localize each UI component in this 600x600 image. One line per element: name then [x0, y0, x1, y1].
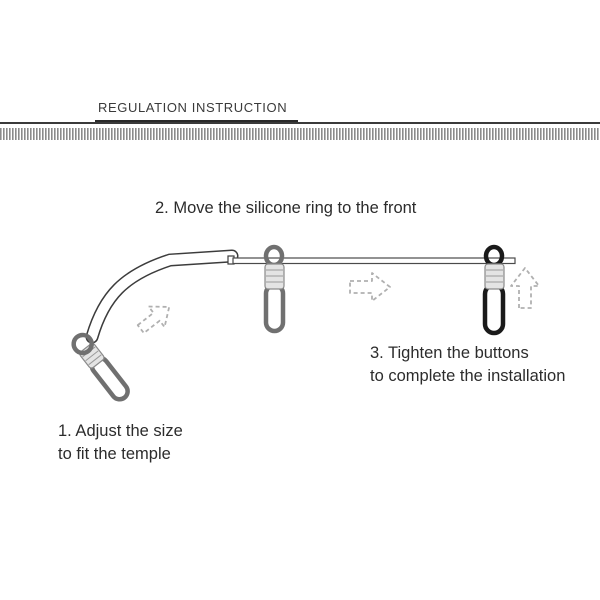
arrow-up-right-icon — [136, 305, 171, 334]
silicone-loop-1 — [71, 332, 130, 402]
temple-sleeve — [85, 249, 239, 344]
header-band — [0, 122, 600, 140]
step-1-label: 1. Adjust the size to fit the temple — [58, 420, 183, 466]
arrow-right-icon — [349, 272, 391, 302]
loop-2-band — [263, 282, 286, 334]
loop-3-band — [482, 282, 506, 336]
striped-band — [0, 128, 600, 140]
title-underline — [95, 120, 298, 122]
header-rule — [0, 122, 600, 124]
step-1-line-1: 1. Adjust the size — [58, 422, 183, 440]
step-3-line-2: to complete the installation — [370, 367, 566, 385]
silicone-loop-3 — [482, 244, 506, 336]
temple-bar — [232, 257, 516, 265]
loop-1-top — [71, 332, 94, 356]
step-3-label: 3. Tighten the buttons to complete the i… — [370, 342, 565, 388]
step-2-label: 2. Move the silicone ring to the front — [155, 197, 416, 220]
step-1-line-2: to fit the temple — [58, 445, 171, 463]
arrow-up-icon — [510, 267, 540, 309]
page-title: REGULATION INSTRUCTION — [98, 100, 288, 115]
step-3-line-1: 3. Tighten the buttons — [370, 344, 529, 362]
step-2-line-1: 2. Move the silicone ring to the front — [155, 199, 417, 217]
silicone-loop-2 — [263, 244, 286, 334]
